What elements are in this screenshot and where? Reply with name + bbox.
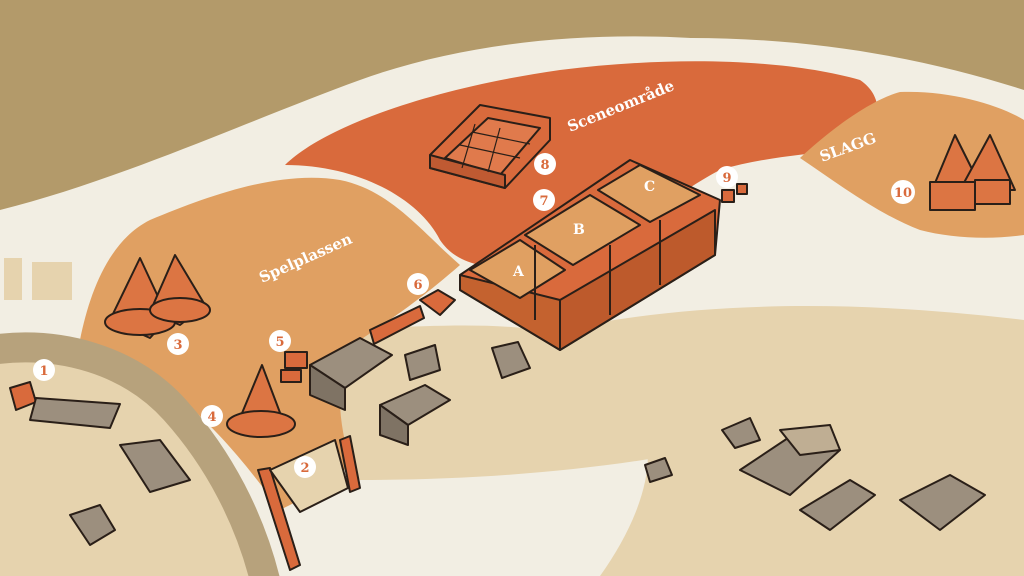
marker-10[interactable]: 10 [891,180,915,204]
marker-3[interactable]: 3 [167,333,189,355]
svg-text:4: 4 [207,410,216,425]
stage-building [429,104,551,189]
svg-text:6: 6 [413,278,422,293]
svg-text:1: 1 [39,364,48,379]
marker-9[interactable]: 9 [716,166,738,188]
village-buildings [309,289,531,446]
seating-block [459,159,721,351]
svg-text:3: 3 [173,338,182,353]
svg-text:8: 8 [540,158,549,173]
marker-6[interactable]: 6 [407,273,429,295]
stage-area [285,61,878,270]
marker-5[interactable]: 5 [269,330,291,352]
svg-text:9: 9 [722,171,731,186]
fence-6 [369,305,425,345]
block-label-b: B [573,222,585,238]
marker-7[interactable]: 7 [533,189,555,211]
tent-4 [226,364,296,438]
marker-8[interactable]: 8 [534,153,556,175]
east-buildings [644,417,986,531]
svg-text:5: 5 [275,335,284,350]
marker-4[interactable]: 4 [201,405,223,427]
svg-text:2: 2 [300,461,309,476]
kiosk-9 [721,183,748,203]
svg-text:7: 7 [539,194,548,209]
svg-text:10: 10 [894,186,912,201]
marker-1[interactable]: 1 [33,359,55,381]
pale-square [4,258,22,300]
tents-10 [929,134,1016,211]
road [0,332,280,576]
pale-square [32,262,72,300]
marker-2[interactable]: 2 [294,456,316,478]
kiosk-5 [280,351,308,383]
tents-3 [104,254,211,339]
block-label-c: C [644,179,655,195]
block-label-a: A [512,264,525,280]
hut-1 [9,381,191,546]
